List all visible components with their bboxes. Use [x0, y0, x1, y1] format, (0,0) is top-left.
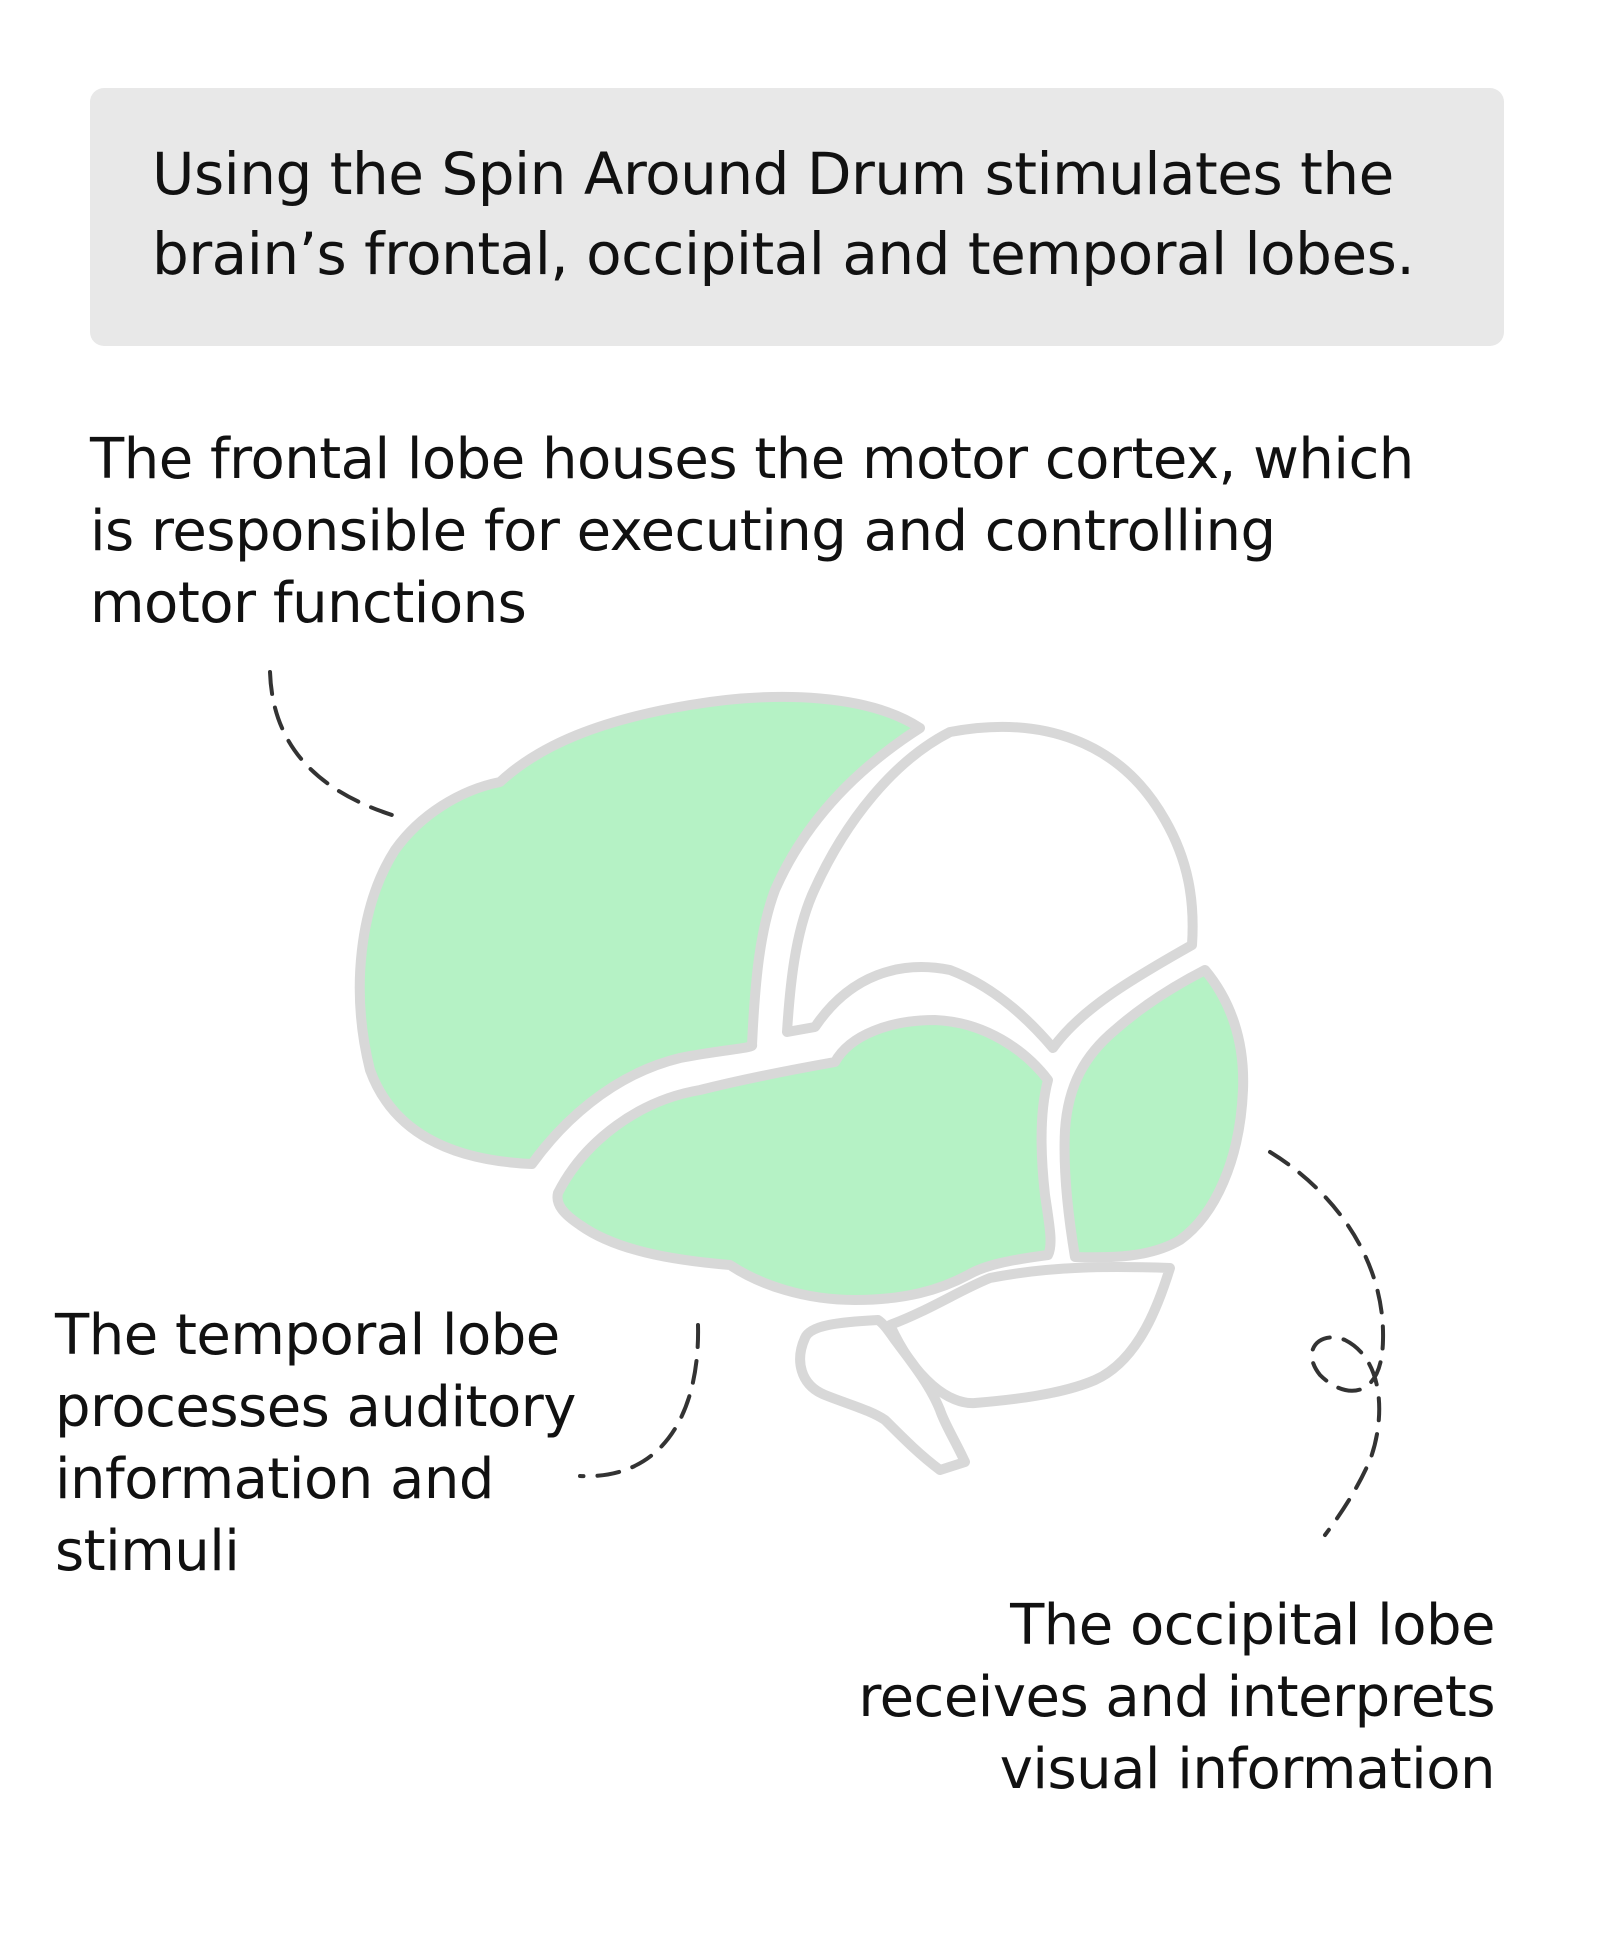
occipital-lobe	[1059, 965, 1249, 1263]
frontal-lobe-label: The frontal lobe houses the motor cortex…	[90, 427, 1414, 636]
brainstem	[795, 1315, 970, 1475]
frontal-lobe	[354, 691, 925, 1169]
temporal-leader-line	[578, 1323, 701, 1479]
temporal-lobe	[552, 1015, 1056, 1305]
occipital-lobe-label: The occipital lobe receives and interpre…	[858, 1593, 1495, 1802]
temporal-lobe-label: The temporal lobe processes auditory inf…	[55, 1303, 576, 1584]
frontal-leader-line	[268, 670, 394, 817]
parietal-lobe	[782, 721, 1198, 1053]
occipital-leader-line	[1268, 1150, 1386, 1537]
header-box: Using the Spin Around Drum stimulates th…	[90, 88, 1504, 346]
header-text: Using the Spin Around Drum stimulates th…	[152, 140, 1415, 288]
